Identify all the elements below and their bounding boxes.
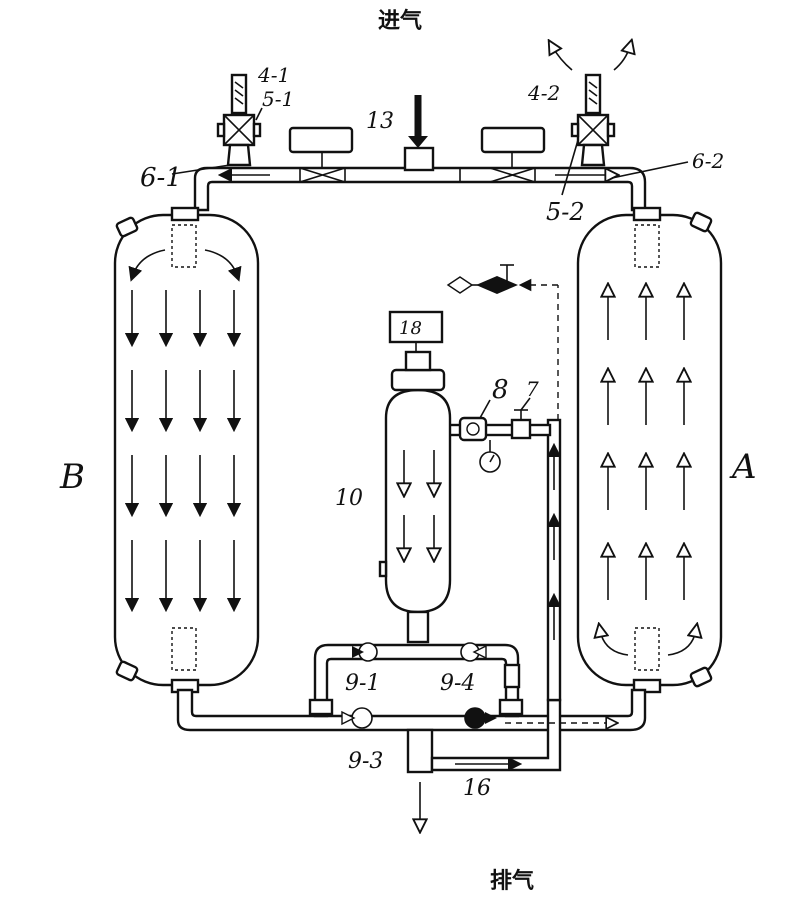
outlet-title: 排气 xyxy=(490,868,534,894)
leader-5-2 xyxy=(561,139,579,196)
tower-b xyxy=(113,206,260,694)
label-7: 7 xyxy=(526,377,539,401)
label-4-2: 4-2 xyxy=(527,81,560,105)
outlet-pipe xyxy=(406,728,434,826)
vessel-10 xyxy=(378,350,452,644)
leader-8 xyxy=(479,399,491,419)
inlet-13-tee xyxy=(403,95,435,172)
check-valve-9-2 xyxy=(464,707,497,729)
label-13: 13 xyxy=(366,109,394,134)
label-a: A xyxy=(729,447,757,487)
valve-4-1-stack xyxy=(216,73,262,167)
solenoid-valve-left xyxy=(288,126,354,183)
leader-7 xyxy=(520,397,531,411)
bottom-manifold-pipe xyxy=(176,688,647,732)
instrument-18 xyxy=(388,310,444,352)
riser-pipe xyxy=(546,418,562,702)
check-valve-9-3 xyxy=(341,707,373,729)
label-18: 18 xyxy=(399,318,422,339)
label-9-1: 9-1 xyxy=(345,671,380,696)
leader-6-1 xyxy=(171,164,231,175)
label-6-1: 6-1 xyxy=(140,163,182,193)
leader-5-1 xyxy=(255,107,263,121)
label-6-2: 6-2 xyxy=(692,149,724,173)
tower-b-down-arrows xyxy=(124,290,242,613)
label-4-1: 4-1 xyxy=(257,63,290,87)
tower-a-up-arrows xyxy=(608,290,684,600)
check-valve-loop xyxy=(308,643,524,718)
inlet-title: 进气 xyxy=(378,8,422,34)
label-b: B xyxy=(59,457,85,497)
label-5-2: 5-2 xyxy=(546,198,585,226)
label-16: 16 xyxy=(463,776,491,801)
leader-6-2 xyxy=(611,161,689,179)
pipe-16 xyxy=(430,698,562,772)
solenoid-valve-right xyxy=(480,126,546,183)
vessel-to-riser-line xyxy=(446,409,552,473)
check-valve-9-4 xyxy=(460,642,487,662)
label-5-1: 5-1 xyxy=(262,87,294,111)
vent-dash-line xyxy=(446,264,559,420)
tower-a xyxy=(576,206,723,694)
check-valve-9-1 xyxy=(352,642,378,662)
label-8: 8 xyxy=(492,375,509,405)
label-10: 10 xyxy=(335,486,363,511)
label-9-3: 9-3 xyxy=(348,749,383,774)
valve-4-2-stack xyxy=(552,46,630,167)
label-9-4: 9-4 xyxy=(440,671,475,696)
